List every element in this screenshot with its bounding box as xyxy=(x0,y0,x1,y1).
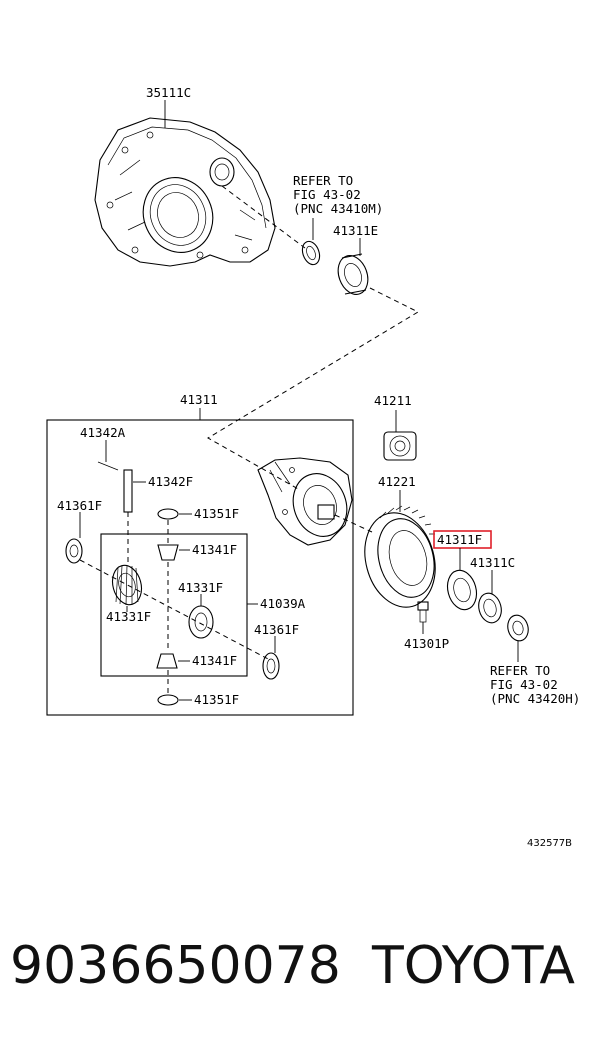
pinion-top-shape xyxy=(157,544,179,561)
label-pinion-bottom: 41341F xyxy=(192,653,237,668)
transaxle-housing xyxy=(94,117,276,267)
side-gear-left-shape xyxy=(111,564,143,606)
bearing-41311f xyxy=(446,569,478,611)
label-washer-right: 41361F xyxy=(254,622,299,637)
refer-note-2-line3: (PNC 43420H) xyxy=(490,691,580,706)
shaft-shape xyxy=(123,469,133,513)
bearing-41211 xyxy=(383,431,417,461)
side-gear-right-shape xyxy=(188,605,214,639)
refer-note-1-line2: FIG 43-02 xyxy=(293,187,361,202)
label-case-assy: 41311 xyxy=(180,392,218,407)
label-washer-left: 41361F xyxy=(57,498,102,513)
label-bolt: 41301P xyxy=(404,636,449,651)
race-41311c xyxy=(478,592,502,624)
label-thrust-top: 41351F xyxy=(194,506,239,521)
diagram-code: 432577B xyxy=(527,838,572,849)
washer-right-shape xyxy=(262,652,280,680)
refer-note-2-line2: FIG 43-02 xyxy=(490,677,558,692)
label-bearing-top: 41211 xyxy=(374,393,412,408)
label-kit: 41039A xyxy=(260,596,306,611)
oil-seal-lower xyxy=(507,614,529,642)
highlight-box xyxy=(433,530,492,549)
label-thrust-bottom: 41351F xyxy=(194,692,239,707)
thrust-washer-top-shape xyxy=(157,508,179,520)
label-bearing-c: 41311C xyxy=(470,555,515,570)
case-assembly-box xyxy=(46,419,354,716)
label-shaft: 41342F xyxy=(148,474,193,489)
bearing-41311e xyxy=(337,253,369,295)
oil-seal-upper xyxy=(301,240,321,266)
label-pinion-top: 41341F xyxy=(192,542,237,557)
refer-note-1-line3: (PNC 43410M) xyxy=(293,201,383,216)
brand-name: TOYOTA xyxy=(372,936,575,996)
label-side-gear-upper: 41331F xyxy=(178,580,223,595)
refer-note-2-line1: REFER TO xyxy=(490,663,550,678)
refer-note-1-line1: REFER TO xyxy=(293,173,353,188)
label-pin: 41342A xyxy=(80,425,126,440)
label-housing: 35111C xyxy=(146,85,191,100)
part-number: 9036650078 xyxy=(10,936,341,996)
bolt-41301p xyxy=(417,601,429,623)
footer: 9036650078 TOYOTA xyxy=(0,936,600,1006)
ring-gear xyxy=(364,505,436,608)
differential-case xyxy=(257,457,353,546)
label-highlighted-part[interactable]: 41311F xyxy=(437,532,482,547)
label-side-gear-left: 41331F xyxy=(106,609,151,624)
label-ring-gear: 41221 xyxy=(378,474,416,489)
pin-shape xyxy=(97,461,119,471)
kit-box xyxy=(100,533,248,677)
label-bearing-e: 41311E xyxy=(333,223,378,238)
pinion-bottom-shape xyxy=(156,653,178,669)
thrust-washer-bottom-shape xyxy=(157,694,179,706)
washer-left-shape xyxy=(65,538,83,564)
